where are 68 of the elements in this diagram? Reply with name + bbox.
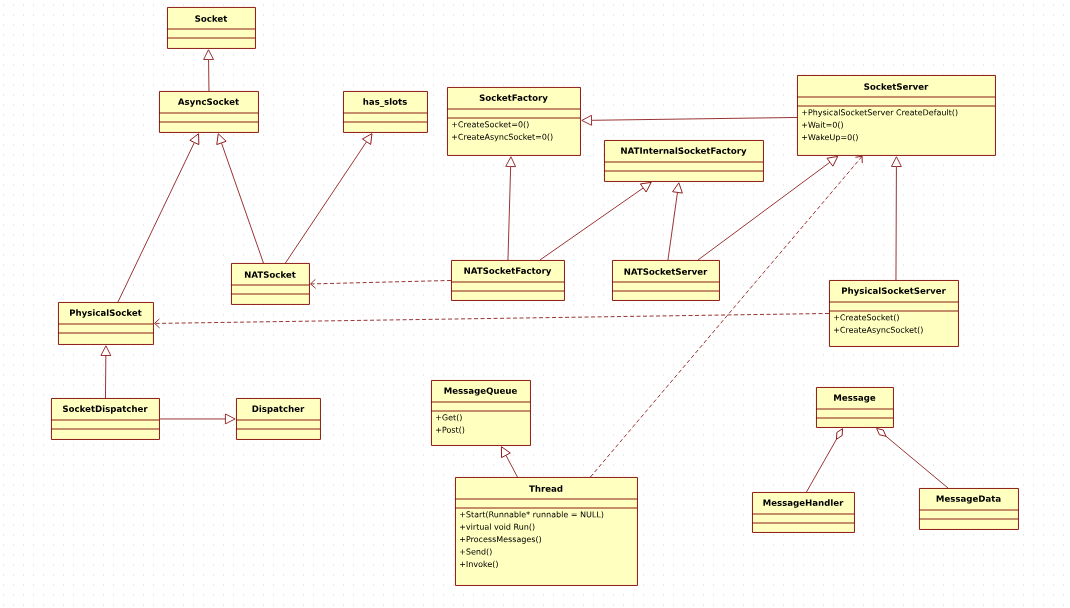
method-signature: +CreateAsyncSocket=0() <box>452 133 553 142</box>
class-name: MessageQueue <box>444 387 517 396</box>
aggregation-line <box>806 428 843 493</box>
class-box <box>918 488 1019 530</box>
class-name: Socket <box>195 15 228 22</box>
dependency-arrow <box>154 313 830 329</box>
inheritance-arrow <box>100 345 112 399</box>
class-name: NATInternalSocketFactory <box>621 147 747 156</box>
class-box <box>828 280 959 347</box>
inheritance-arrow <box>117 133 200 303</box>
class-box <box>611 260 720 301</box>
class-name: Thread <box>529 485 563 492</box>
class-box <box>430 380 531 446</box>
dependency-arrow <box>310 278 452 289</box>
inheritance-arrow <box>581 114 798 126</box>
inheritance-arrow <box>697 156 839 261</box>
method-signature: +CreateSocket=0() <box>452 121 529 129</box>
class-box <box>454 477 638 586</box>
class-box <box>50 398 160 440</box>
class-box <box>796 75 996 156</box>
method-signature: +PhysicalSocketServer CreateDefault() <box>802 109 958 117</box>
class-name: SocketServer <box>864 83 929 90</box>
class-box <box>57 302 154 345</box>
method-signature: +ProcessMessages() <box>460 536 542 544</box>
inheritance-arrow <box>539 182 652 261</box>
method-signature: +CreateAsyncSocket() <box>834 326 923 335</box>
class-box <box>603 140 764 182</box>
class-name: Message <box>834 394 876 403</box>
class-box <box>235 398 321 440</box>
class-name: has_slots <box>363 98 407 107</box>
class-name: AsyncSocket <box>177 98 239 107</box>
class-box <box>342 91 428 133</box>
class-name: SocketFactory <box>479 94 548 103</box>
class-name: PhysicalSocketServer <box>842 287 946 296</box>
class-box <box>751 492 855 533</box>
class-name: MessageHandler <box>763 499 844 508</box>
class-name: Dispatcher <box>252 405 305 414</box>
method-signature: +Send() <box>460 548 492 556</box>
class-name: NATSocketFactory <box>464 267 552 276</box>
inheritance-arrow <box>203 49 214 92</box>
class-box <box>158 91 259 133</box>
dependency-arrow <box>590 155 863 478</box>
method-signature: +Get() <box>436 414 462 422</box>
class-box <box>166 7 256 49</box>
method-signature: +CreateSocket() <box>834 314 899 322</box>
aggregation-line <box>876 428 949 489</box>
method-signature: +Wait=0() <box>802 121 843 129</box>
inheritance-arrow <box>216 133 264 264</box>
inheritance-arrow <box>667 182 683 261</box>
inheritance-arrow <box>501 446 518 478</box>
class-name: NATSocket <box>244 271 296 278</box>
class-box <box>450 260 565 301</box>
class-box <box>815 387 894 428</box>
inheritance-arrow <box>505 156 516 261</box>
method-signature: +Invoke() <box>460 560 498 568</box>
inheritance-arrow <box>285 133 373 264</box>
method-signature: +WakeUp=0() <box>802 134 858 142</box>
class-name: SocketDispatcher <box>63 405 148 414</box>
method-signature: +virtual void Run() <box>460 523 535 531</box>
class-name: NATSocketServer <box>624 268 708 275</box>
class-name: MessageData <box>936 495 1001 504</box>
inheritance-arrow <box>159 413 236 425</box>
method-signature: +Start(Runnable* runnable = NULL) <box>460 511 604 519</box>
inheritance-arrow <box>891 156 902 281</box>
method-signature: +Post() <box>436 426 465 434</box>
class-box <box>446 87 581 156</box>
class-name: PhysicalSocket <box>70 309 142 318</box>
class-box <box>230 263 310 305</box>
